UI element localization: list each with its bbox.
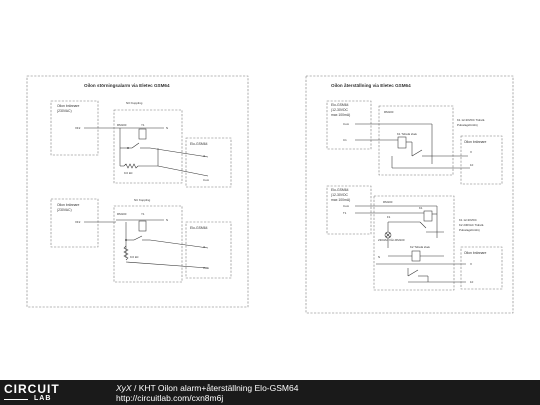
gsm-a-line3: max 100mA) xyxy=(331,113,350,117)
burner1-pin: XF2 xyxy=(75,126,81,130)
relay-b-box xyxy=(373,195,455,291)
relay2-resistor xyxy=(123,245,129,261)
relay2-resistor-value: 9.6 kΩ xyxy=(130,255,139,259)
wire xyxy=(149,239,209,249)
relay-b-model: RM100 xyxy=(383,200,393,204)
gsm-a-com: Com xyxy=(343,122,350,126)
relay2-switch xyxy=(133,235,143,241)
left-panel-title: Oilon störningsalarm via Eletec GSM64 xyxy=(84,83,170,88)
wire xyxy=(157,165,209,177)
left-panel-frame xyxy=(26,75,249,308)
relay-b-f1-label: F1 xyxy=(387,215,391,219)
logo-wordmark-circuit: CIRCUIT xyxy=(4,382,60,396)
relay1-resistor-value: 9.6 kΩ xyxy=(124,171,133,175)
burner2-title: Oilon brännare xyxy=(57,203,80,207)
gsm1-title: Elo-GSM64 xyxy=(190,142,208,146)
relay2-box xyxy=(113,205,183,283)
caption-separator: / xyxy=(131,383,139,393)
relay1-coil xyxy=(138,128,147,140)
burner-b-box xyxy=(460,246,503,290)
burner1-voltage: (230VAC) xyxy=(57,109,72,113)
relay1-switch xyxy=(131,142,140,149)
right-panel-frame xyxy=(305,75,514,314)
node xyxy=(127,147,129,149)
relay1-label: NO Koppling xyxy=(126,101,143,105)
relay-a-coil xyxy=(397,136,407,149)
gsm-b-box xyxy=(326,185,372,235)
circuitlab-logo[interactable]: CIRCUIT LAB xyxy=(4,383,66,403)
relay1-box xyxy=(113,109,183,184)
burner-a-pin-10: 10 xyxy=(470,163,474,167)
logo-trace-line xyxy=(4,399,28,400)
relay-a-model: RM100 xyxy=(384,110,394,114)
circuit-title: KHT Oilon alarm+återställning Elo-GSM64 xyxy=(138,383,299,393)
gsm-b-line2: (12-30VDC xyxy=(331,193,349,197)
gsm-a-box xyxy=(326,100,372,150)
gsm-b-com: Com xyxy=(343,204,350,208)
relay2-label: NC Koppling xyxy=(134,198,151,202)
relay2-model: RM100 xyxy=(117,212,127,216)
wire xyxy=(385,232,391,238)
note-b-line1: K1 12-30VDC xyxy=(459,218,477,222)
relay-b-coil-k2 xyxy=(411,250,421,262)
relay1-n-pin: N xyxy=(166,126,168,130)
note-b-line3: Pulsslagsfördröj xyxy=(459,228,480,232)
note-b-line2: K2 230VAC Tidrelä xyxy=(459,223,484,227)
relay-b-coil-k1 xyxy=(423,210,433,222)
relay-b-lamp-label: 230VAC från RM100 xyxy=(378,238,405,242)
gsm-b-pin: T1 xyxy=(343,211,347,215)
burner-a-title: Oilon brännare xyxy=(464,140,487,144)
wire xyxy=(149,147,209,158)
author-link[interactable]: XyX xyxy=(116,383,132,393)
note-a-line1: K1 12-30VDC Tidrelä xyxy=(457,118,485,122)
burner2-pin: XF2 xyxy=(75,220,81,224)
relay2-coil-label: Y1 xyxy=(141,212,145,216)
logo-lower-row: LAB xyxy=(4,395,66,403)
gsm2-title: Elo-GSM64 xyxy=(190,226,208,230)
burner-a-box xyxy=(460,135,503,185)
burner-a-pin-x: X xyxy=(470,150,472,154)
relay-b-k2-label: K2 Tidrelä 2sek xyxy=(410,245,430,249)
relay1-resistor xyxy=(123,163,139,169)
schematic-canvas: Oilon störningsalarm via Eletec GSM64 Oi… xyxy=(26,75,514,314)
gsm2-pin: I1 xyxy=(203,245,206,249)
circuit-url-link[interactable]: http://circuitlab.com/cxn8m6j xyxy=(116,393,224,403)
relay-a-switch xyxy=(411,149,423,157)
note-a-line2: Pulsslagsfördröj xyxy=(457,123,478,127)
burner2-box xyxy=(50,198,99,248)
relay-b-n-label: N xyxy=(378,255,380,259)
gsm1-com: Com xyxy=(203,178,210,182)
footer-bar: CIRCUIT LAB XyX / KHT Oilon alarm+återst… xyxy=(0,380,540,405)
burner-b-pin-x: X xyxy=(470,262,472,266)
relay-b-switch2 xyxy=(407,269,419,277)
burner1-title: Oilon brännare xyxy=(57,104,80,108)
relay1-model: RM100 xyxy=(117,123,127,127)
gsm-b-line1: Elo-GSM64 xyxy=(331,188,349,192)
burner-b-title: Oilon brännare xyxy=(464,251,487,255)
relay-b-k1-label: K1 xyxy=(419,206,423,210)
relay-b-switch1 xyxy=(419,221,427,229)
wire xyxy=(125,261,209,269)
gsm2-box xyxy=(185,221,232,279)
relay2-coil xyxy=(138,220,147,232)
logo-wordmark-lab: LAB xyxy=(34,395,52,402)
relay-a-box xyxy=(378,105,454,176)
gsm-b-line3: max 100mA) xyxy=(331,198,350,202)
node xyxy=(125,239,127,241)
relay1-coil-label: Y1 xyxy=(141,123,145,127)
relay2-n-pin: N xyxy=(166,218,168,222)
gsm-a-line1: Elo-GSM64 xyxy=(331,103,349,107)
burner2-voltage: (230VAC) xyxy=(57,208,72,212)
right-panel-title: Oilon återställning via Eletec GSM64 xyxy=(331,82,411,88)
circuit-caption: XyX / KHT Oilon alarm+återställning Elo-… xyxy=(116,383,298,393)
burner-b-pin-10: 10 xyxy=(470,280,474,284)
relay-a-coil-label: K1 Tidrelä 2sek xyxy=(397,132,417,136)
gsm1-pin: I1 xyxy=(203,154,206,158)
gsm-a-line2: (12-30VDC xyxy=(331,108,349,112)
gsm2-com: Com xyxy=(203,266,210,270)
gsm-a-pin: C1 xyxy=(343,138,347,142)
gsm1-box xyxy=(185,137,232,188)
